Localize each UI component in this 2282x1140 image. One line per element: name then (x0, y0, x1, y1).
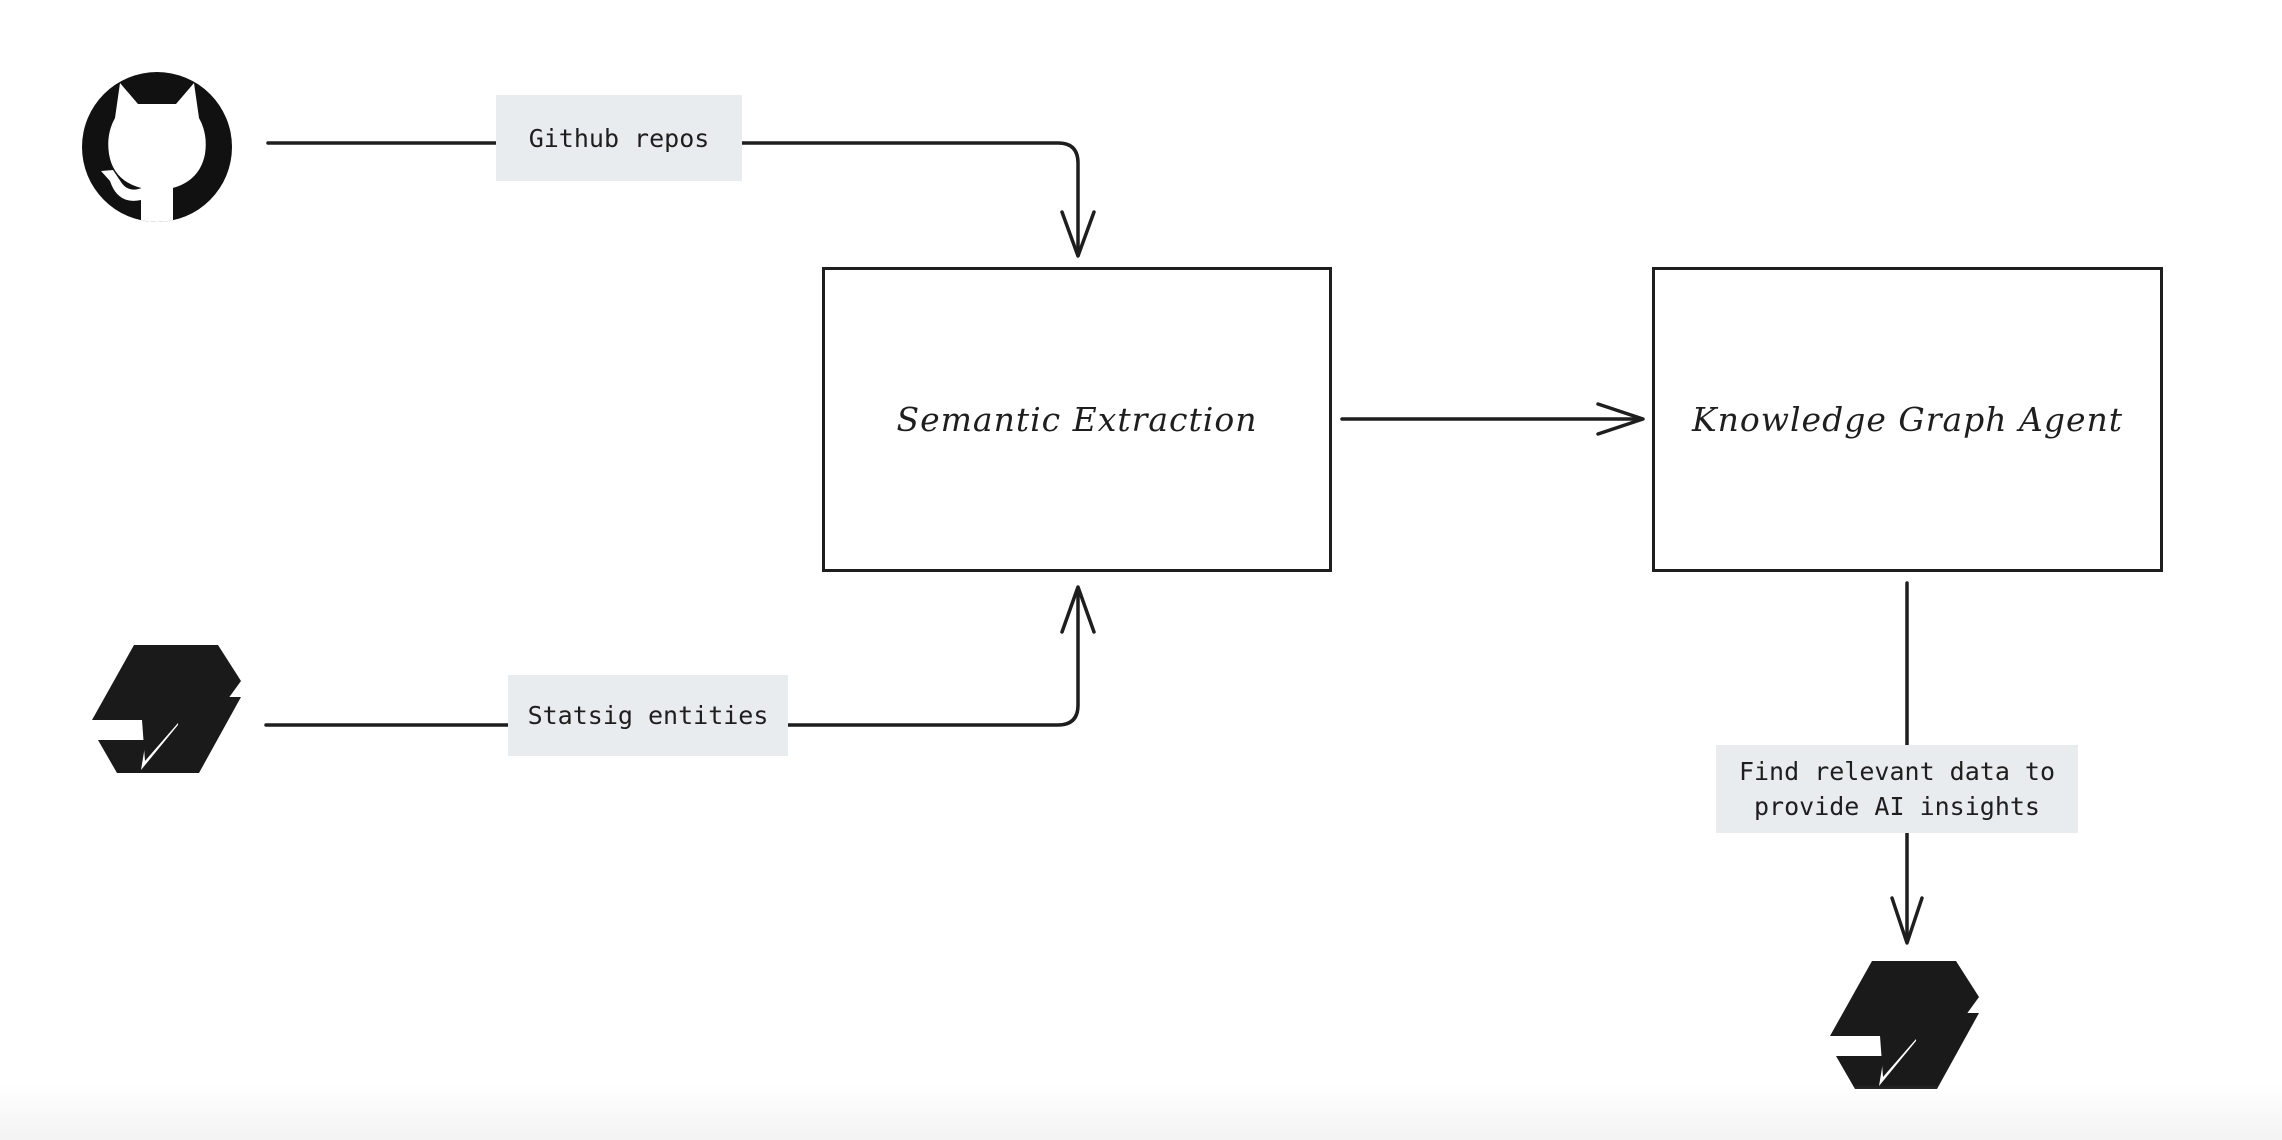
knowledge-graph-agent-label: Knowledge Graph Agent (1691, 400, 2124, 439)
github-connector-line (266, 141, 1080, 257)
statsig-output-icon (1830, 961, 1979, 1089)
bottom-shadow (0, 1085, 2282, 1140)
extraction-to-agent-arrowhead (1596, 402, 1645, 436)
statsig-arrowhead (1060, 585, 1096, 634)
knowledge-graph-agent-node[interactable]: Knowledge Graph Agent (1652, 267, 2163, 572)
agent-output-arrowhead (1890, 896, 1924, 945)
semantic-extraction-label: Semantic Extraction (896, 400, 1258, 439)
github-repos-label: Github repos (496, 95, 742, 181)
github-arrowhead (1060, 210, 1096, 258)
statsig-connector-line (264, 586, 1080, 727)
statsig-icon (92, 645, 241, 773)
insights-label: Find relevant data to provide AI insight… (1716, 745, 2078, 833)
semantic-extraction-node[interactable]: Semantic Extraction (822, 267, 1332, 572)
statsig-entities-label: Statsig entities (508, 675, 788, 756)
github-icon (82, 72, 232, 222)
